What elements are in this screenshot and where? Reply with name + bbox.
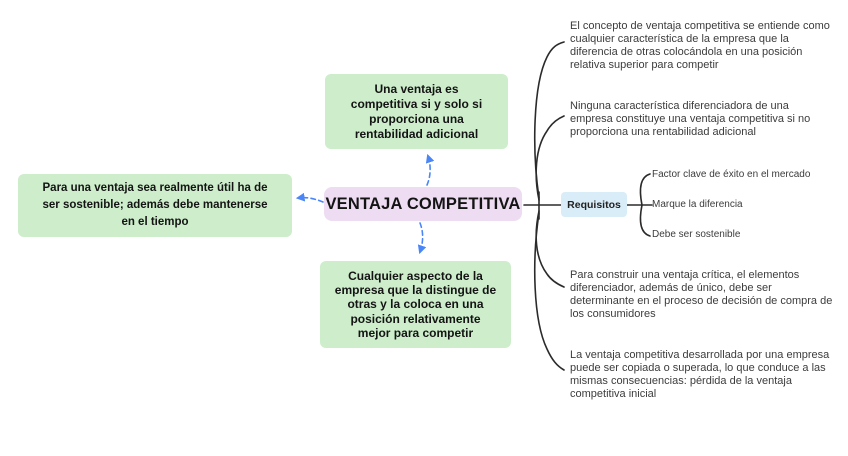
- dashed-arrow-left: [295, 192, 324, 203]
- node-central-ventaja-competitiva[interactable]: VENTAJA COMPETITIVA: [324, 187, 522, 221]
- requisito-marque-diferencia[interactable]: Marque la diferencia: [652, 199, 743, 210]
- node-requisitos[interactable]: Requisitos: [561, 192, 627, 217]
- note-construir-ventaja[interactable]: Para construir una ventaja crítica, el e…: [570, 269, 833, 320]
- note-ninguna-caracteristica[interactable]: Ninguna característica diferenciadora de…: [570, 100, 811, 138]
- requisito-factor-clave[interactable]: Factor clave de éxito en el mercado: [652, 169, 811, 180]
- node-aspecto-distingue[interactable]: Cualquier aspecto de la empresa que la d…: [320, 261, 511, 348]
- dashed-arrow-bottom: [417, 222, 427, 255]
- requisitos-brace: [626, 173, 653, 237]
- node-ventaja-sostenible[interactable]: Para una ventaja sea realmente útil ha d…: [18, 174, 292, 237]
- note-concepto-ventaja[interactable]: El concepto de ventaja competitiva se en…: [570, 20, 830, 71]
- note-ventaja-copiada[interactable]: La ventaja competitiva desarrollada por …: [570, 349, 830, 400]
- requisito-debe-sostenible[interactable]: Debe ser sostenible: [652, 229, 741, 240]
- node-ventaja-rentabilidad[interactable]: Una ventaja es competitiva si y solo si …: [325, 74, 508, 149]
- dashed-arrow-top: [425, 153, 435, 186]
- branch-tree: [523, 41, 565, 371]
